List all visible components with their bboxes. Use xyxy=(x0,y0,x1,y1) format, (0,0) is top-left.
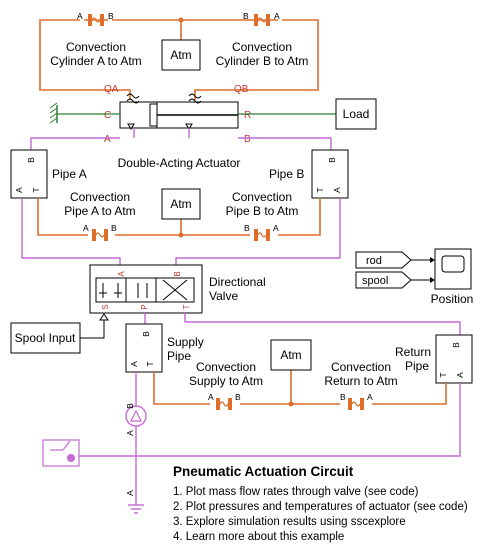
pipe-a-port-b: B xyxy=(26,157,36,163)
supply-pipe-label-2: Pipe xyxy=(167,349,191,363)
port-b-label: B xyxy=(111,223,117,233)
pipe-a-port-a: A xyxy=(14,187,24,193)
pipe-a-label: Pipe A xyxy=(52,167,87,181)
atm-middle-label: Atm xyxy=(170,197,191,211)
reference-port-a: A xyxy=(125,490,135,496)
convection-pipe-b-label-2: Pipe B to Atm xyxy=(226,204,299,218)
double-acting-actuator-block[interactable] xyxy=(119,93,239,130)
convection-return-label-2: Return to Atm xyxy=(324,374,397,388)
pipe-b-block[interactable]: B T A xyxy=(311,149,349,199)
directional-valve-block[interactable] xyxy=(89,264,203,314)
goto-spool-label: spool xyxy=(362,275,388,287)
supply-pipe-port-b: B xyxy=(141,331,151,337)
top-thermal-wiring xyxy=(39,17,319,100)
convection-pipe-a-label-2: Pipe A to Atm xyxy=(64,204,135,218)
convection-cylinder-a-label-2: Cylinder A to Atm xyxy=(50,54,141,68)
directional-valve-label-1: Directional xyxy=(209,275,266,289)
notes-title: Pneumatic Actuation Circuit xyxy=(173,464,354,479)
spool-input-block[interactable]: Spool Input xyxy=(10,322,81,354)
position-scope-block[interactable] xyxy=(434,248,472,290)
convection-supply-block[interactable]: A B xyxy=(208,392,241,410)
convection-supply-label-1: Convection xyxy=(196,360,256,374)
convection-return-label-1: Convection xyxy=(331,360,391,374)
convection-cylinder-a-block[interactable]: A B xyxy=(77,11,114,26)
note-link-learn-more[interactable]: 4. Learn more about this example xyxy=(173,531,345,543)
actuator-label: Double-Acting Actuator xyxy=(118,156,241,170)
goto-spool-tag[interactable]: spool xyxy=(355,271,412,289)
supply-pipe-port-t: T xyxy=(145,361,155,366)
port-b-label: B xyxy=(235,392,241,402)
port-a-label: A xyxy=(77,11,83,21)
atm-top-label: Atm xyxy=(170,48,191,62)
port-a-label: A xyxy=(273,223,279,233)
mechanical-reference-icon xyxy=(49,102,58,124)
convection-cylinder-b-label-2: Cylinder B to Atm xyxy=(216,54,309,68)
valve-port-a: A xyxy=(117,271,126,277)
return-pipe-block[interactable]: B T A xyxy=(435,334,473,384)
pipe-b-port-b: B xyxy=(327,157,337,163)
port-a-label: A xyxy=(104,134,111,145)
pipe-a-port-t: T xyxy=(31,187,41,192)
convection-pipe-b-label-1: Convection xyxy=(232,190,292,204)
valve-port-b: B xyxy=(173,271,182,276)
atm-top-block[interactable]: Atm xyxy=(161,39,201,71)
atm-bottom-label: Atm xyxy=(280,348,301,362)
supply-pipe-label-1: Supply xyxy=(167,335,204,349)
return-pipe-port-b: B xyxy=(451,342,461,348)
valve-port-s: S xyxy=(101,304,110,309)
port-b-label: B xyxy=(244,134,251,145)
note-link-plot-flow[interactable]: 1. Plot mass flow rates through valve (s… xyxy=(173,486,419,498)
pipe-a-block[interactable]: B A T xyxy=(10,149,48,199)
notes-panel: Pneumatic Actuation Circuit 1. Plot mass… xyxy=(173,464,488,545)
load-label: Load xyxy=(343,107,370,121)
note-link-sscexplore[interactable]: 3. Explore simulation results using ssce… xyxy=(173,516,406,528)
goto-rod-label: rod xyxy=(366,255,382,267)
load-block[interactable]: Load xyxy=(335,98,377,130)
port-a-label: A xyxy=(83,223,89,233)
note-link-plot-pressure[interactable]: 2. Plot pressures and temperatures of ac… xyxy=(173,501,468,513)
spool-input-label: Spool Input xyxy=(15,331,76,345)
goto-rod-tag[interactable]: rod xyxy=(355,251,412,269)
return-pipe-port-a: A xyxy=(455,372,465,378)
convection-cylinder-a-label-1: Convection xyxy=(66,40,126,54)
convection-pipe-b-block[interactable]: B A xyxy=(244,223,279,241)
port-b-label: B xyxy=(243,11,249,21)
position-scope-label: Position xyxy=(431,292,474,306)
pipe-b-label: Pipe B xyxy=(269,167,304,181)
gas-reference-icon xyxy=(128,504,144,514)
atm-middle-block[interactable]: Atm xyxy=(161,188,201,220)
port-a-label: A xyxy=(208,392,214,402)
port-a-label: A xyxy=(274,11,280,21)
convection-supply-label-2: Supply to Atm xyxy=(189,374,263,388)
solver-configuration-block[interactable] xyxy=(42,439,80,467)
port-b-label: B xyxy=(340,392,346,402)
pipe-b-port-t: T xyxy=(315,187,325,192)
convection-return-block[interactable]: B A xyxy=(340,392,373,410)
valve-port-p: P xyxy=(140,304,149,309)
return-pipe-label-1: Return xyxy=(395,345,431,359)
supply-pipe-port-a: A xyxy=(129,361,139,367)
pipe-b-port-a: A xyxy=(332,187,342,193)
supply-pipe-block[interactable]: B A T xyxy=(125,323,163,373)
convection-cylinder-b-label-1: Convection xyxy=(232,40,292,54)
return-pipe-label-2: Pipe xyxy=(405,359,429,373)
source-port-b: B xyxy=(125,403,135,409)
directional-valve-label-2: Valve xyxy=(209,289,238,303)
port-b-label: B xyxy=(108,11,114,21)
atm-bottom-block[interactable]: Atm xyxy=(270,339,312,371)
port-c-label: C xyxy=(104,110,111,121)
port-r-label: R xyxy=(244,110,251,121)
convection-cylinder-b-block[interactable]: B A xyxy=(243,11,280,26)
valve-port-t: T xyxy=(182,304,191,309)
convection-pipe-a-block[interactable]: A B xyxy=(83,223,117,241)
port-a-label: A xyxy=(367,392,373,402)
port-qa-label: QA xyxy=(104,84,119,95)
port-qb-label: QB xyxy=(234,84,249,95)
return-pipe-port-t: T xyxy=(438,372,448,377)
convection-pipe-a-label-1: Convection xyxy=(70,190,130,204)
port-b-label: B xyxy=(244,223,250,233)
source-port-a: A xyxy=(125,430,135,436)
